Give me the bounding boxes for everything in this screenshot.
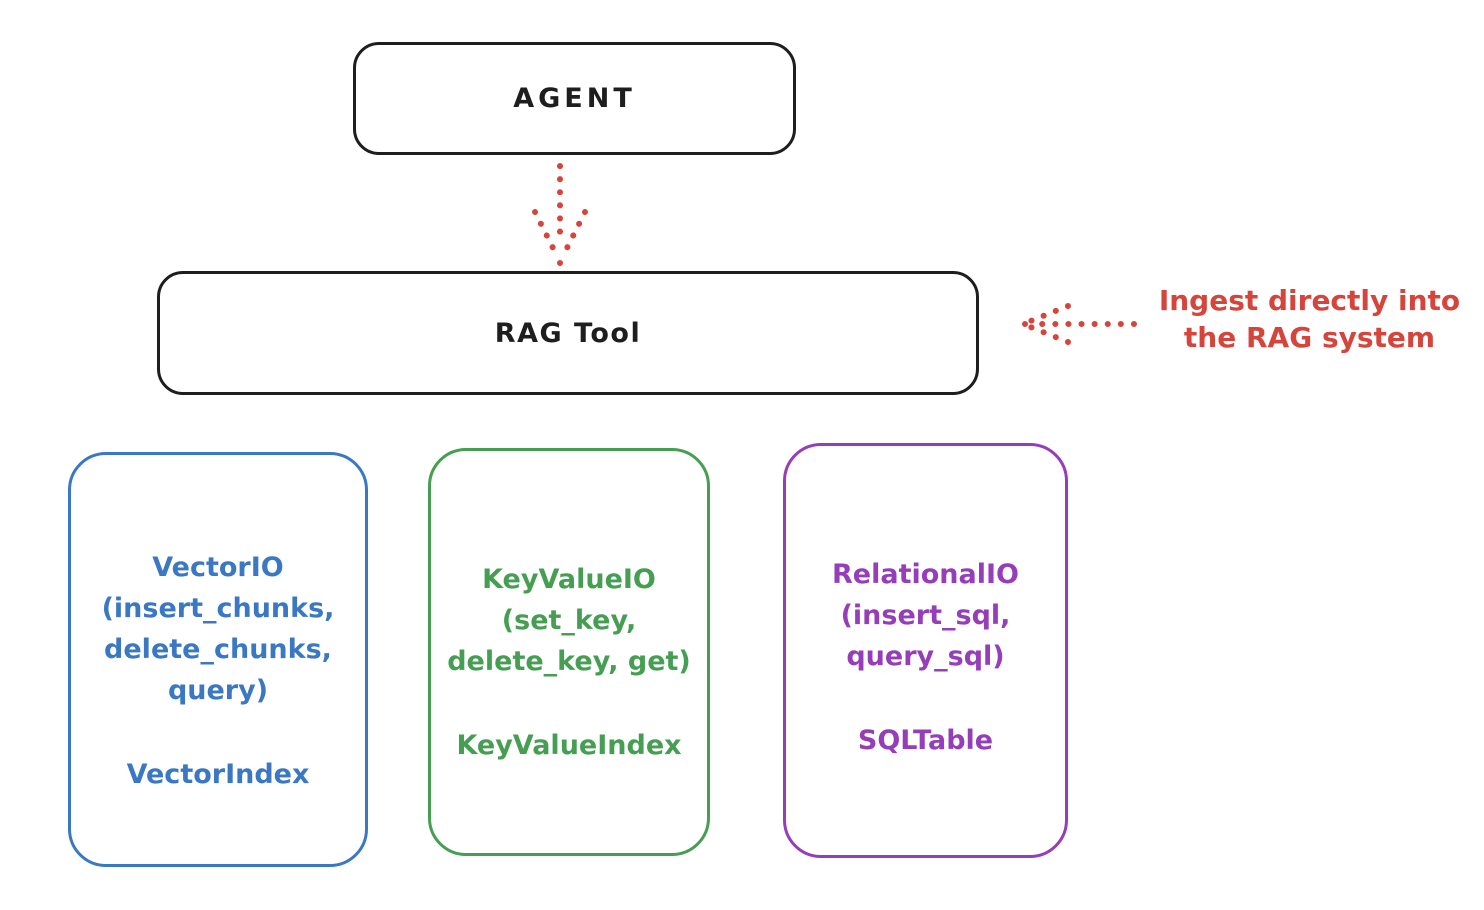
agent-box: AGENT: [353, 42, 796, 155]
keyvalue-io-methods: KeyValueIO (set_key, delete_key, get): [447, 564, 691, 677]
ingest-annotation-line2: the RAG system: [1183, 321, 1436, 354]
ingest-annotation: Ingest directly into the RAG system: [1135, 282, 1484, 356]
sqltable-label: SQLTable: [857, 725, 994, 756]
annotation-to-rag-arrow-icon: [1022, 303, 1137, 345]
relational-io-methods: RelationalIO (insert_sql, query_sql): [832, 559, 1019, 672]
vector-io-methods: VectorIO (insert_chunks, delete_chunks, …: [101, 552, 335, 706]
rag-tool-box: RAG Tool: [157, 271, 979, 395]
keyvalue-index-label: KeyValueIndex: [456, 730, 682, 761]
relational-io-box: RelationalIO (insert_sql, query_sql) SQL…: [783, 443, 1068, 858]
agent-to-rag-arrow-icon: [532, 163, 588, 266]
rag-tool-label: RAG Tool: [494, 317, 642, 349]
vector-io-box: VectorIO (insert_chunks, delete_chunks, …: [68, 452, 368, 867]
keyvalue-io-box: KeyValueIO (set_key, delete_key, get) Ke…: [428, 448, 710, 856]
vector-index-label: VectorIndex: [126, 759, 310, 790]
ingest-annotation-line1: Ingest directly into: [1158, 284, 1461, 317]
agent-label: AGENT: [513, 83, 636, 114]
